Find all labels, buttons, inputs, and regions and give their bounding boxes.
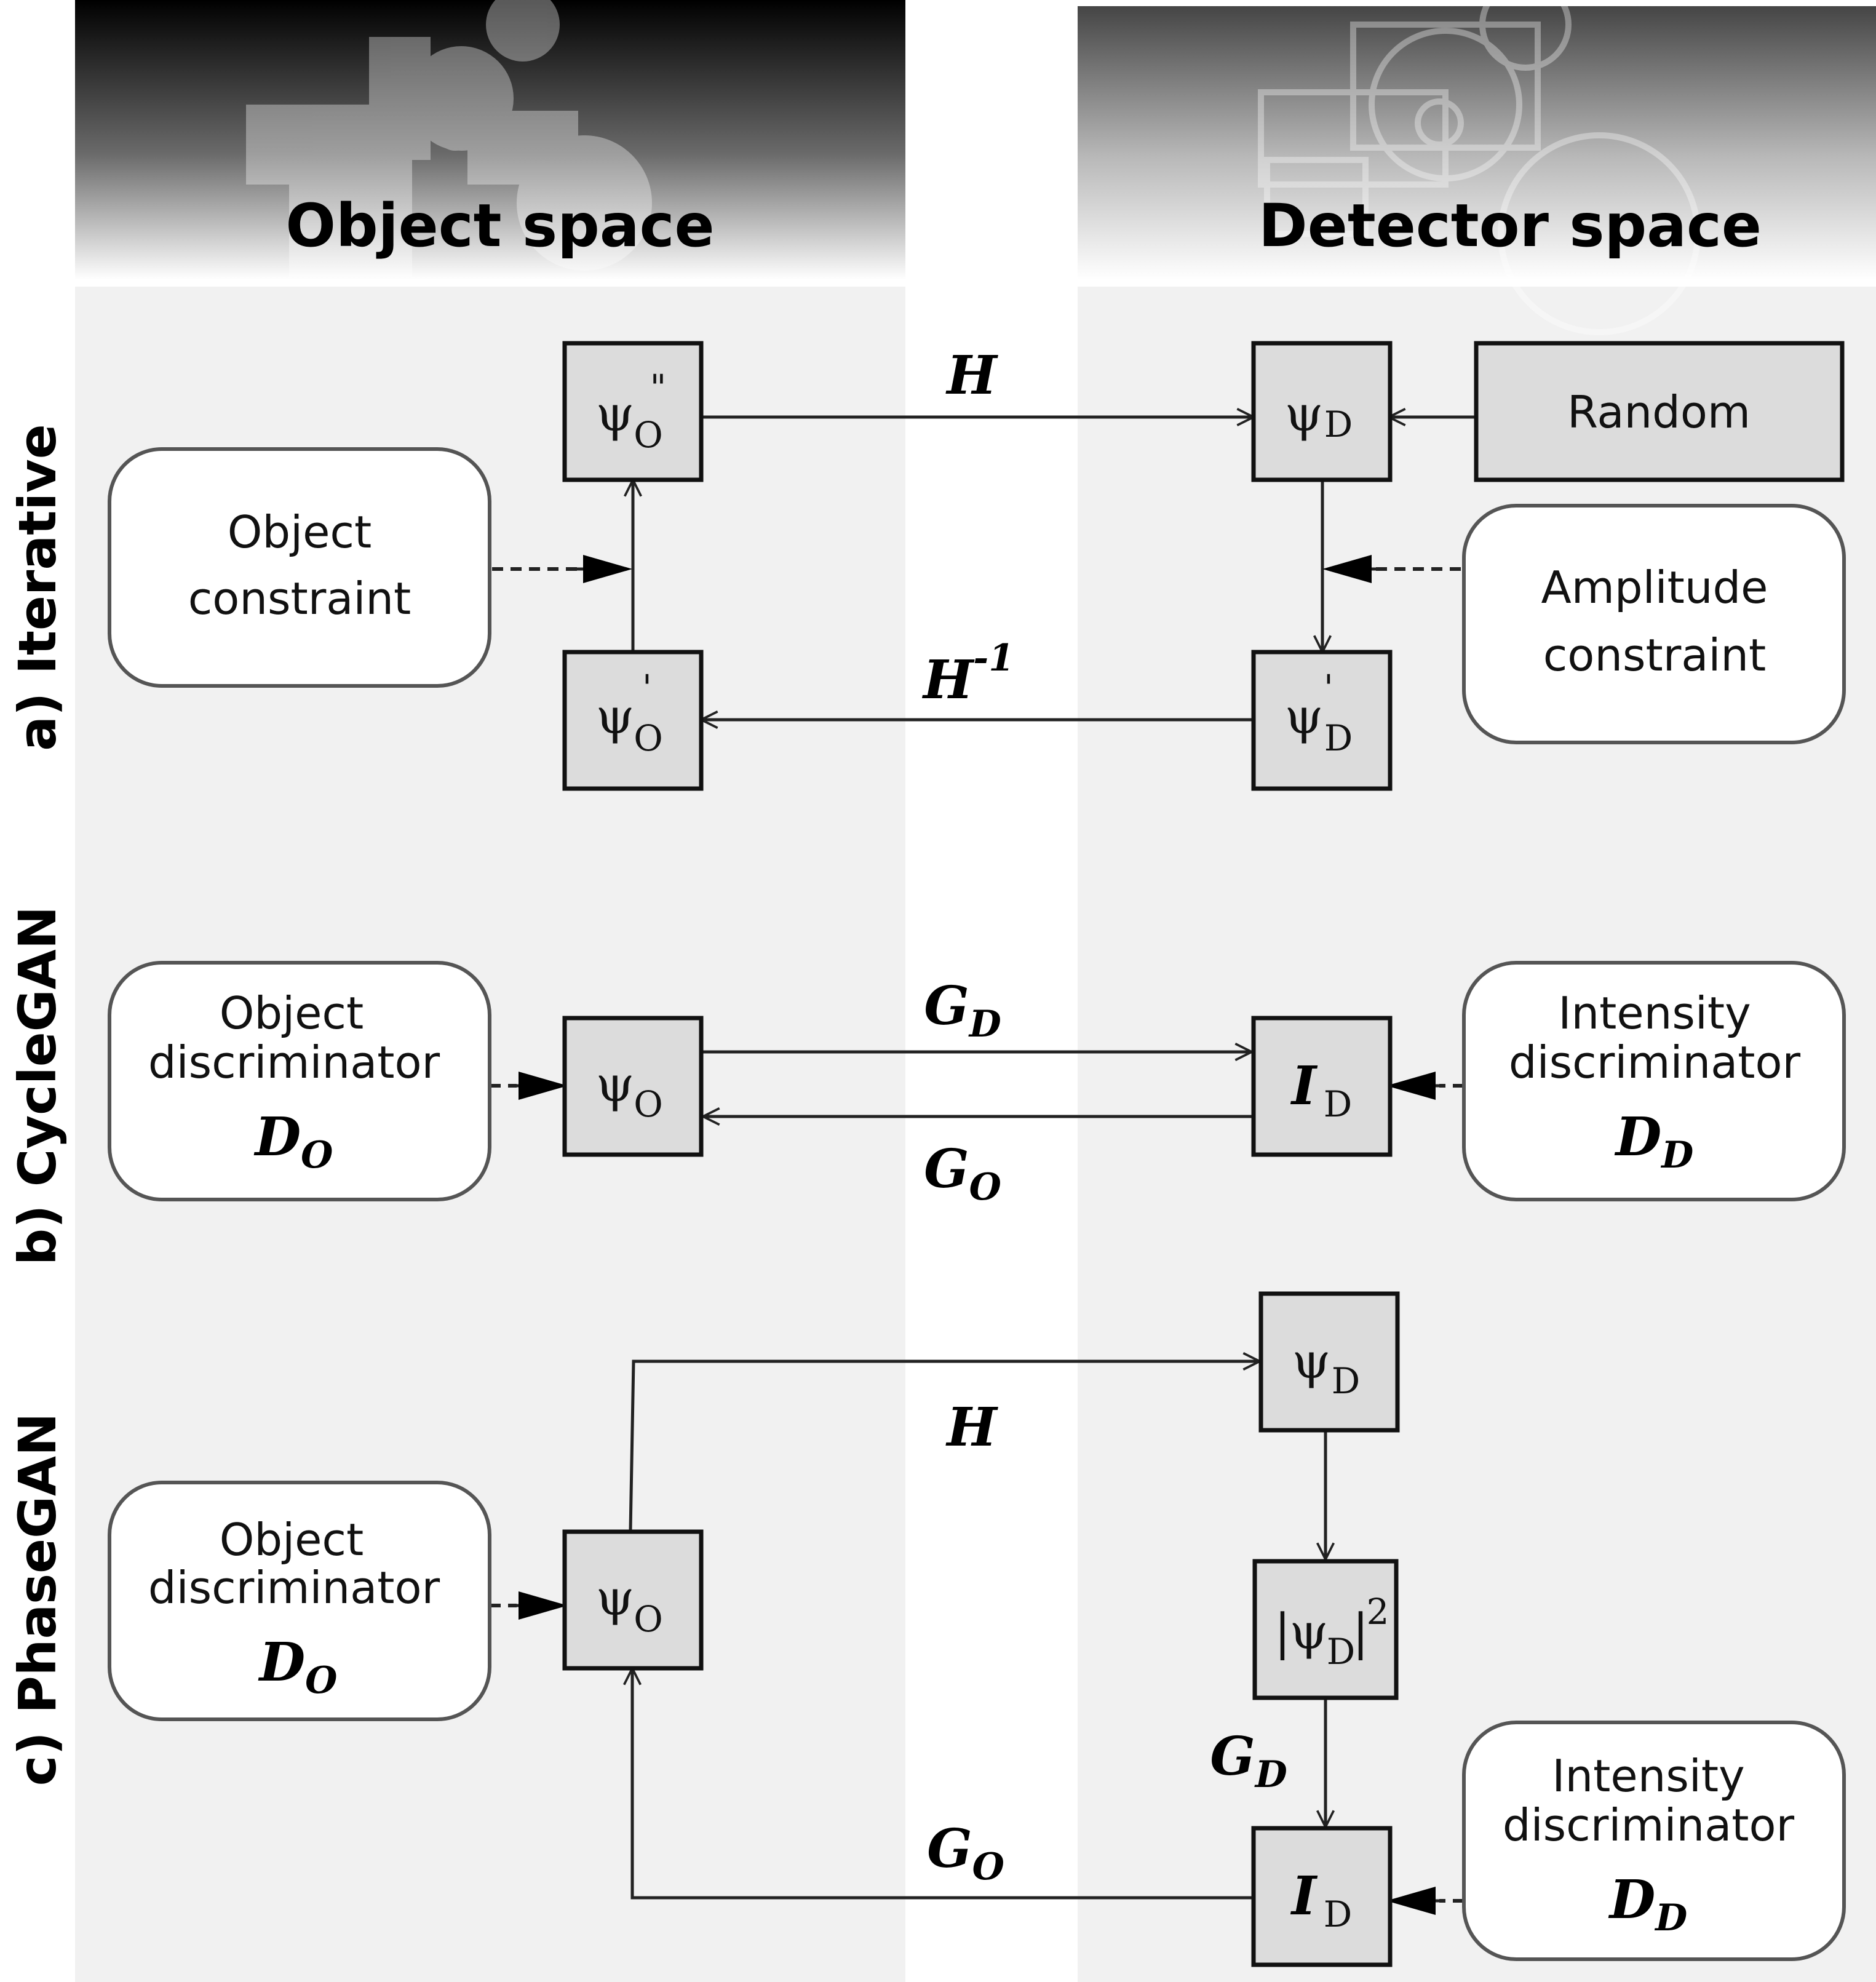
svg-text:discriminator: discriminator [148, 1562, 440, 1614]
row-label-phasegan: c) PhaseGAN [7, 1413, 68, 1786]
box-psi-O-phasegan: ψ O [562, 1529, 704, 1671]
svg-text:O: O [634, 1598, 663, 1640]
iterative-diagram: H H-1 ψ O " ψ O ' ψ D ψ D ' [108, 341, 1846, 791]
svg-text:D: D [1324, 1083, 1353, 1125]
box-random: Random [1474, 341, 1845, 482]
svg-text:|: | [1353, 1603, 1369, 1660]
svg-text:DO: DO [258, 1631, 338, 1702]
row-label-iterative: a) Iterative [7, 424, 68, 750]
box-object-discriminator: Object discriminator DO [108, 961, 491, 1201]
box-psi-O-prime: ψ O ' [562, 650, 704, 791]
operator-G-O-phasegan: GO [927, 1818, 1004, 1888]
operator-G-D-phasegan: GD [1210, 1725, 1287, 1796]
operator-H: H [945, 344, 998, 407]
detector-space-title: Detector space [1258, 191, 1762, 260]
svg-text:ψ: ψ [596, 385, 635, 442]
svg-text:Object: Object [220, 1514, 364, 1566]
row-label-cyclegan: b) CycleGAN [7, 906, 68, 1265]
box-psi-D-phasegan: ψ D [1258, 1291, 1400, 1433]
svg-text:Intensity: Intensity [1552, 1750, 1744, 1802]
svg-text:I: I [1290, 1055, 1318, 1117]
svg-text:Intensity: Intensity [1558, 987, 1751, 1039]
box-object-constraint: Object constraint [108, 447, 491, 688]
svg-text:D: D [1324, 404, 1353, 445]
box-intensity-D: I D [1251, 1016, 1393, 1157]
svg-text:constraint: constraint [188, 573, 411, 624]
arrow-ID-to-psiO [632, 1668, 1252, 1900]
svg-text:DO: DO [253, 1106, 333, 1177]
svg-text:O: O [634, 1083, 663, 1125]
box-intensity-squared: | ψ D | 2 [1252, 1559, 1399, 1700]
phasegan-diagram: H GD GO ψ O ψ D | ψ D | 2 I D Object [108, 1291, 1846, 1967]
box-object-discriminator-phasegan: Object discriminator DO [108, 1481, 491, 1721]
svg-text:discriminator: discriminator [1503, 1799, 1795, 1851]
svg-text:Object: Object [228, 506, 372, 558]
arrow-psiO-to-psiD [629, 1361, 1260, 1531]
svg-text:I: I [1290, 1865, 1318, 1927]
box-intensity-discriminator: Intensity discriminator DD [1462, 961, 1846, 1201]
box-psi-O-double-prime: ψ O " [562, 341, 704, 482]
svg-text:': ' [642, 667, 652, 709]
object-space-title: Object space [285, 191, 714, 260]
svg-text:D: D [1324, 717, 1353, 759]
svg-text:ψ: ψ [596, 1056, 635, 1113]
operator-G-D: GD [924, 975, 1001, 1046]
svg-text:DD: DD [1608, 1869, 1688, 1940]
operator-H-inverse: H-1 [921, 637, 1014, 711]
svg-text:ψ: ψ [1292, 1332, 1331, 1390]
detector-header-image [1078, 0, 1876, 335]
operator-H-phasegan: H [945, 1396, 998, 1459]
svg-text:D: D [1327, 1631, 1356, 1673]
svg-text:D: D [1332, 1360, 1361, 1402]
cyclegan-diagram: GD GO ψ O I D Object discriminator DO In… [108, 961, 1846, 1209]
svg-text:|: | [1274, 1603, 1291, 1660]
svg-text:Random: Random [1567, 386, 1751, 438]
svg-text:O: O [634, 414, 663, 456]
box-psi-D: ψ D [1251, 341, 1393, 482]
svg-text:DD: DD [1614, 1106, 1694, 1177]
svg-text:": " [650, 367, 667, 408]
svg-text:ψ: ψ [1285, 688, 1324, 745]
svg-text:D: D [1324, 1893, 1353, 1935]
svg-text:constraint: constraint [1543, 629, 1767, 681]
svg-text:ψ: ψ [1290, 1603, 1329, 1660]
svg-text:discriminator: discriminator [1509, 1037, 1801, 1088]
svg-text:discriminator: discriminator [148, 1037, 440, 1088]
operator-G-O: GO [924, 1138, 1001, 1209]
svg-text:': ' [1324, 667, 1333, 709]
svg-text:ψ: ψ [596, 688, 635, 745]
box-intensity-D-phasegan: I D [1251, 1826, 1393, 1967]
box-psi-D-prime: ψ D ' [1251, 650, 1393, 791]
object-header-image [75, 0, 905, 280]
svg-text:Amplitude: Amplitude [1541, 562, 1768, 613]
box-intensity-discriminator-phasegan: Intensity discriminator DD [1462, 1721, 1846, 1961]
box-amplitude-constraint: Amplitude constraint [1462, 504, 1846, 744]
box-psi-O: ψ O [562, 1016, 704, 1157]
svg-text:ψ: ψ [1285, 385, 1324, 442]
svg-text:ψ: ψ [596, 1569, 635, 1626]
svg-text:O: O [634, 717, 663, 759]
svg-text:Object: Object [220, 987, 364, 1039]
svg-text:2: 2 [1367, 1591, 1389, 1633]
